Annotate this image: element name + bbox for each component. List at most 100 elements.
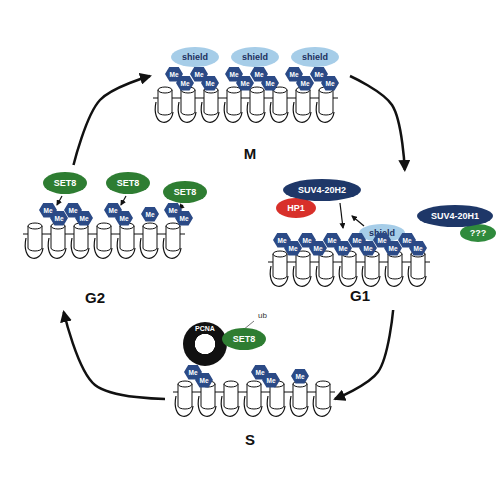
protein-name: SET8 [117, 179, 140, 188]
ubiquitin-tag: ub [258, 312, 267, 320]
histone-core [342, 254, 356, 279]
methylation-arrow [121, 196, 126, 205]
histone-core [51, 226, 65, 251]
chromatin-fiber [23, 223, 185, 258]
histone-core [97, 226, 111, 251]
histone-core [158, 90, 172, 115]
histone-face [143, 223, 157, 229]
histone-core [178, 384, 192, 409]
phase-label: G2 [85, 290, 105, 305]
suv4-20-enzyme: SUV4-20H1 [417, 205, 493, 227]
nucleosome [270, 87, 288, 122]
set8-enzyme: SET8 [163, 181, 207, 203]
histone-core [143, 226, 157, 251]
protein-name: SET8 [54, 179, 77, 188]
histone-core [250, 90, 264, 115]
chromatin-fiber [153, 87, 338, 122]
suv4-20-enzyme: SUV4-20H2 [283, 179, 361, 201]
nucleosome [25, 223, 43, 258]
histone-core [296, 254, 310, 279]
nucleosome [362, 251, 380, 286]
nucleosome [339, 251, 357, 286]
histone-core [227, 90, 241, 115]
histone-face [227, 87, 241, 93]
shield-protein: shield [171, 47, 219, 67]
protein-name: SUV4-20H1 [431, 212, 479, 221]
cell-cycle-stage: G2SET8SET8SET8 [15, 165, 210, 312]
nucleosome [178, 87, 196, 122]
nucleosome [155, 87, 173, 122]
histone-core [120, 226, 134, 251]
cell-cycle-stage: S PCNASET8 [165, 315, 335, 455]
protein-name: shield [302, 53, 328, 62]
set8-enzyme: SET8 [222, 328, 266, 350]
histone-face [247, 381, 261, 387]
chromatin-fiber [173, 381, 335, 416]
nucleosome [94, 223, 112, 258]
histone-core [273, 254, 287, 279]
protein-name: ??? [470, 229, 487, 238]
histone-core [201, 384, 215, 409]
phase-label: M [244, 146, 257, 161]
histone-core [204, 90, 218, 115]
nucleosome [408, 251, 426, 286]
methylation-arrow [340, 203, 343, 228]
release-arrow [352, 216, 364, 226]
phase-label: S [245, 432, 255, 447]
histone-core [316, 384, 330, 409]
nucleosome [293, 251, 311, 286]
histone-face [178, 381, 192, 387]
nucleosome [163, 223, 181, 258]
histone-face [224, 381, 238, 387]
histone-core [28, 226, 42, 251]
cycle-arrow [74, 76, 151, 165]
histone-face [250, 87, 264, 93]
nucleosome [117, 223, 135, 258]
histone-core [273, 90, 287, 115]
shield-protein: shield [291, 47, 339, 67]
protein-name: shield [242, 53, 268, 62]
nucleosome [316, 251, 334, 286]
chromatin-layer [23, 87, 430, 416]
histone-core [319, 254, 333, 279]
histone-core [319, 90, 333, 115]
nucleosome [385, 251, 403, 286]
nucleosome [201, 87, 219, 122]
nucleosome [48, 223, 66, 258]
histone-face [273, 251, 287, 257]
cycle-arrow [350, 76, 405, 170]
nucleosome [270, 251, 288, 286]
histone-core [388, 254, 402, 279]
histone-face [166, 223, 180, 229]
histone-core [74, 226, 88, 251]
nucleosome [71, 223, 89, 258]
hp1-protein: HP1 [276, 198, 316, 218]
connector-layer [64, 76, 405, 399]
chromatin-fiber [268, 251, 430, 286]
histone-core [181, 90, 195, 115]
pcna-clamp: PCNA [183, 322, 227, 366]
protein-name: HP1 [287, 204, 305, 213]
histone-core [224, 384, 238, 409]
set8-enzyme: SET8 [106, 172, 150, 194]
histone-core [293, 384, 307, 409]
unknown-partner: ??? [460, 224, 496, 242]
methyl-mark: Me [141, 207, 159, 222]
protein-name: shield [182, 53, 208, 62]
nucleosome [224, 87, 242, 122]
protein-name: PCNA [183, 325, 227, 332]
histone-face [28, 223, 42, 229]
histone-face [158, 87, 172, 93]
shield-protein: shield [231, 47, 279, 67]
histone-core [411, 254, 425, 279]
histone-core [247, 384, 261, 409]
histone-core [270, 384, 284, 409]
set8-enzyme: SET8 [43, 172, 87, 194]
nucleosome [175, 381, 193, 416]
cycle-arrow [64, 312, 165, 399]
protein-name: SET8 [174, 188, 197, 197]
histone-core [365, 254, 379, 279]
cycle-arrow [335, 310, 393, 399]
phase-label: G1 [350, 288, 370, 303]
